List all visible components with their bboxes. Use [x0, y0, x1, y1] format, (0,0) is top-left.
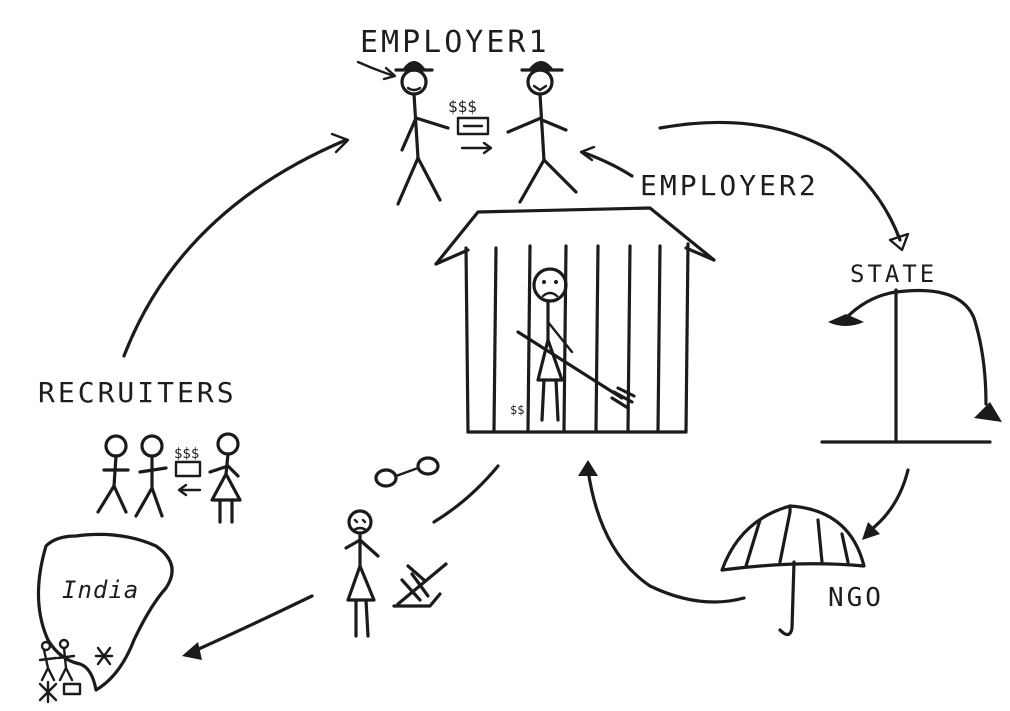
released-worker [344, 456, 448, 638]
arrow-employers-to-state [658, 120, 902, 242]
employer2-figure [506, 61, 578, 204]
state-scales [820, 288, 1002, 444]
arrow-employer2-pointer [580, 150, 634, 178]
arrow-ngo-to-cage-head [578, 460, 598, 476]
ngo-umbrella [720, 504, 866, 637]
arrow-cage-to-worker [432, 464, 500, 524]
money-exchange-employers: $$$ [448, 97, 493, 155]
arrow-recruiters-to-employer1 [122, 138, 348, 358]
arrow-worker-to-india [190, 594, 314, 654]
cage-house: $$ [434, 206, 716, 434]
label-ngo: NGO [828, 583, 884, 613]
arrow-employer2-pointer-head [579, 145, 596, 162]
arrow-employers-to-state-head [888, 232, 910, 252]
arrow-state-to-ngo [866, 468, 910, 534]
recruiters-group: $$$ [96, 432, 242, 524]
svg-text:$$: $$ [510, 403, 524, 417]
money-label-employers: $$$ [448, 97, 477, 116]
employer1-figure [356, 60, 450, 206]
label-recruiters: RECRUITERS [38, 376, 237, 409]
label-employer1: EMPLOYER1 [360, 25, 550, 60]
arrow-recruiters-to-employer1-head [330, 132, 350, 154]
label-state: STATE [850, 260, 937, 288]
money-label-recruiters: $$$ [174, 446, 199, 462]
arrow-ngo-to-cage [586, 468, 746, 604]
arrow-state-to-ngo-head [862, 522, 880, 540]
label-employer2: EMPLOYER2 [640, 169, 819, 202]
label-india: India [62, 576, 139, 604]
india-map [36, 532, 174, 704]
arrow-worker-to-india-head [182, 642, 202, 660]
